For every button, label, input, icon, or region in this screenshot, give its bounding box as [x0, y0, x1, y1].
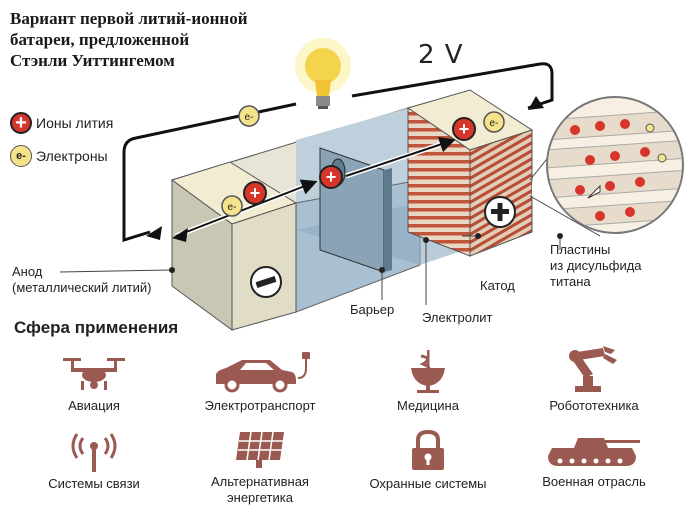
electrolyte-label: Электролит — [422, 310, 493, 325]
ion-badge-anode: + — [243, 181, 267, 205]
solar-panel-icon — [236, 431, 284, 468]
plates-label-line-3: титана — [550, 274, 591, 289]
app-label: Электротранспорт — [204, 398, 316, 413]
circuit-wire — [122, 62, 554, 243]
svg-text:+: + — [250, 183, 261, 203]
svg-text:e-: e- — [228, 202, 237, 213]
electron-icon: e- — [10, 145, 32, 167]
voltage-label: 2 V — [414, 40, 468, 70]
app-aviation: Авиация — [14, 350, 174, 414]
plates-label-line-1: Пластины — [550, 242, 611, 257]
svg-text:+: + — [459, 119, 470, 139]
app-label-text: Альтернативная энергетика — [211, 474, 309, 505]
barrier-label: Барьер — [350, 302, 395, 317]
app-label: Альтернативная энергетика — [180, 474, 340, 506]
app-medicine: Медицина — [348, 350, 508, 414]
app-electric-transport: Электротранспорт — [180, 350, 340, 414]
anode-label-line-2: (металлический литий) — [12, 280, 152, 295]
app-security: Охранные системы — [348, 430, 508, 492]
app-label: Медицина — [397, 398, 459, 413]
legend-electron-label: Электроны — [36, 148, 108, 164]
plates-magnifier — [529, 96, 684, 237]
electron-badge-anode: e- — [221, 195, 243, 217]
title-line-2: батареи, предложенной — [10, 30, 190, 49]
app-label: Робототехника — [549, 398, 639, 413]
svg-text:e-: e- — [490, 118, 499, 129]
robot-arm-icon — [569, 346, 617, 392]
app-label: Системы связи — [48, 476, 140, 491]
legend-electrons: e- Электроны — [10, 145, 108, 167]
applications-title: Сфера применения — [14, 318, 179, 337]
ion-badge-middle: + — [319, 165, 343, 189]
app-military: Военная отрасль — [514, 434, 674, 490]
diagram-title: Вариант первой литий-ионной батареи, пре… — [10, 8, 310, 71]
legend-ion-label: Ионы лития — [36, 115, 114, 131]
app-label: Военная отрасль — [542, 474, 646, 489]
tank-icon — [548, 438, 640, 466]
lithium-ion-icon: + — [10, 112, 32, 134]
app-robotics: Робототехника — [514, 346, 674, 414]
svg-text:e-: e- — [245, 112, 254, 123]
legend-ions: + Ионы лития — [10, 112, 113, 134]
anode-label: Анод (металлический литий) — [12, 264, 152, 296]
app-alternative-energy: Альтернативная энергетика — [180, 430, 340, 506]
antenna-icon — [71, 433, 117, 472]
medicine-icon — [411, 350, 445, 393]
title-line-3: Стэнли Уиттингемом — [10, 51, 175, 70]
app-communications: Системы связи — [14, 430, 174, 492]
app-label: Охранные системы — [369, 476, 487, 491]
svg-text:+: + — [326, 167, 337, 187]
lock-icon — [412, 430, 444, 470]
electron-badge-cathode: e- — [483, 111, 505, 133]
electron-badge-wire: e- — [238, 105, 260, 127]
plates-label-line-2: из дисульфида — [550, 258, 642, 273]
app-label: Авиация — [68, 398, 120, 413]
cathode-block — [406, 89, 534, 257]
title-line-1: Вариант первой литий-ионной — [10, 9, 248, 28]
anode-label-line-1: Анод — [12, 264, 43, 279]
electric-car-icon — [216, 352, 310, 393]
drone-icon — [63, 358, 125, 390]
plates-label: Пластины из дисульфида титана — [550, 242, 642, 290]
cathode-label: Катод — [480, 278, 515, 293]
light-bulb-icon — [295, 38, 351, 109]
ion-badge-cathode: + — [452, 117, 476, 141]
